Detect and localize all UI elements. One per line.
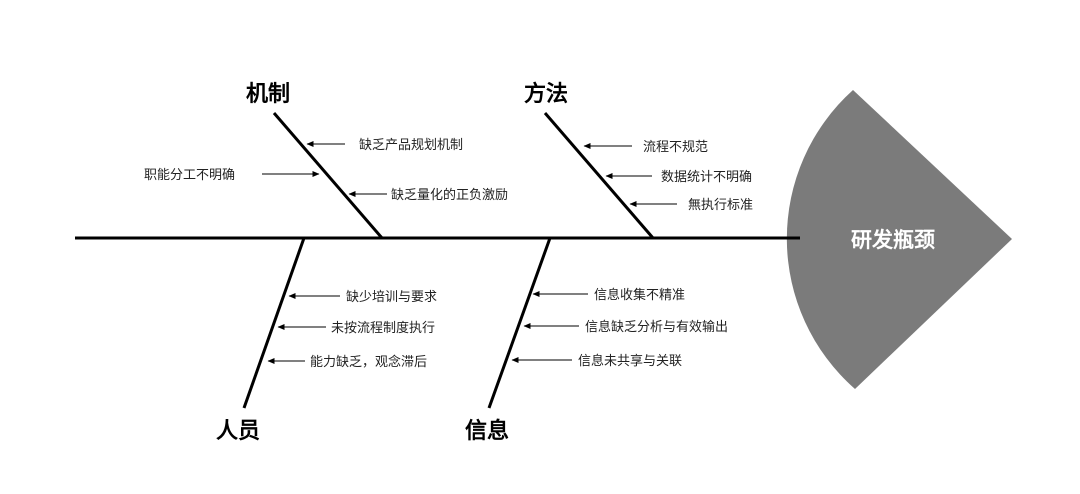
cause-label: 职能分工不明确 <box>144 168 235 183</box>
bone-information <box>487 237 552 409</box>
cause-label: 能力缺乏，观念滞后 <box>310 354 427 370</box>
cause-label: 無执行标准 <box>688 198 753 213</box>
cause-label: 缺乏产品规划机制 <box>359 138 463 153</box>
category-label-mechanism: 机制 <box>246 82 290 107</box>
cause-label: 信息收集不精准 <box>594 287 685 303</box>
problem-label: 研发瓶颈 <box>851 228 935 252</box>
cause-label: 缺乏量化的正负激励 <box>391 187 508 203</box>
cause-label: 数据统计不明确 <box>661 170 752 185</box>
category-label-people: 人员 <box>216 419 260 444</box>
cause-label: 流程不规范 <box>643 140 708 155</box>
category-label-method: 方法 <box>524 81 568 107</box>
bone-method <box>543 112 655 239</box>
category-label-information: 信息 <box>465 418 509 444</box>
cause-label: 缺少培训与要求 <box>346 289 437 305</box>
cause-label: 信息未共享与关联 <box>578 353 682 369</box>
fish-head <box>786 90 1012 389</box>
bone-people <box>242 237 306 409</box>
cause-label: 未按流程制度执行 <box>331 320 435 336</box>
cause-label: 信息缺乏分析与有效输出 <box>585 319 728 335</box>
bone-mechanism <box>272 112 384 239</box>
